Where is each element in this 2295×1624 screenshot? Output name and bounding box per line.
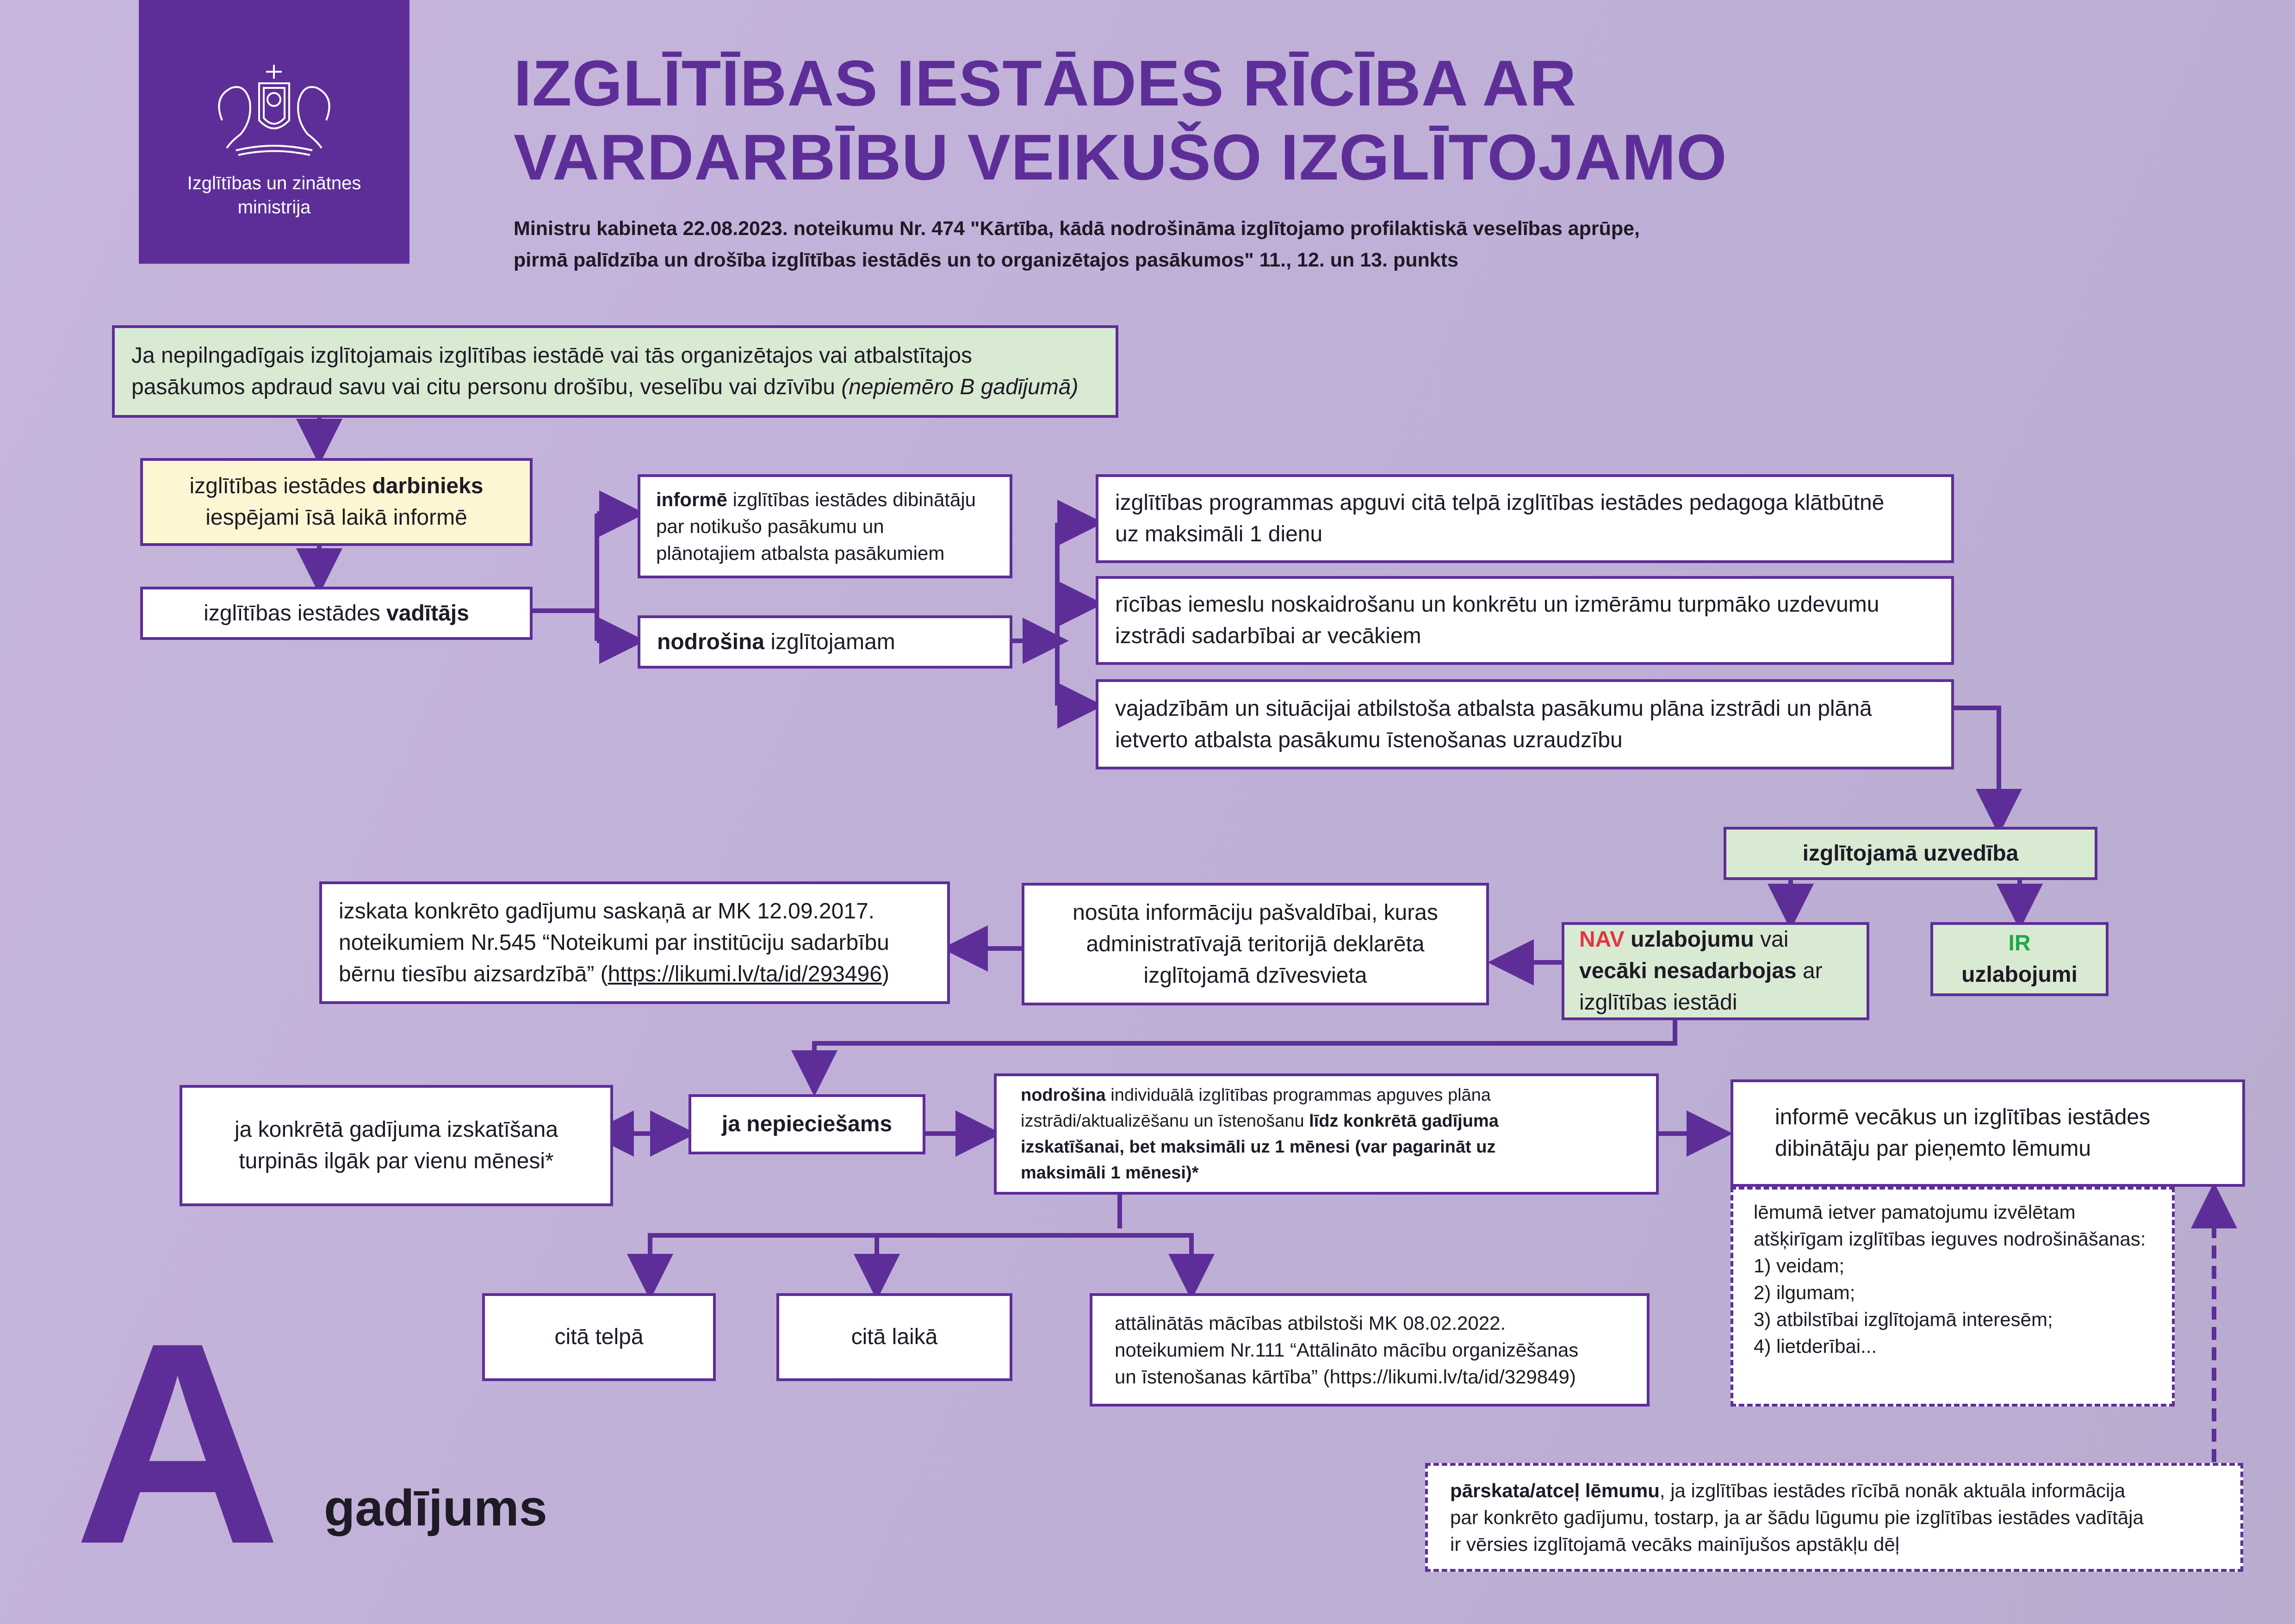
informs-line2: par notikušo pasākumu un [656,515,884,537]
no-improvement-rest2: ar [1796,959,1823,983]
decision-item2: 2) ilgumam; [1754,1282,1855,1303]
informs-founder-box: informē izglītības iestādes dibinātāju p… [638,474,1012,578]
decision-item3: 3) atbilstībai izglītojamā interesēm; [1754,1308,2053,1330]
municipality-box: nosūta informāciju pašvaldībai, kuras ad… [1022,883,1489,1005]
ensures-bold: nodrošina [657,629,765,654]
subtitle-line1: Ministru kabineta 22.08.2023. noteikumu … [514,217,1640,240]
other-room-box: citā telpā [482,1293,716,1381]
review-line3-post: ) [881,961,889,986]
decision-item4: 4) lietderībai... [1754,1335,1877,1357]
longer-than-month-box: ja konkrētā gadījuma izskatīšana turpinā… [180,1085,613,1206]
ensures-box: nodrošina izglītojamam [638,615,1012,669]
remote-line1: attālinātās mācības atbilstoši MK 08.02.… [1115,1312,1506,1334]
individual-bold1: nodrošina [1021,1085,1106,1105]
other-time-label: citā laikā [851,1325,938,1349]
longer-line2: turpinās ilgāk par vienu mēnesi* [239,1149,554,1173]
no-improvement-rest1: vai [1754,927,1789,952]
other-time-box: citā laikā [776,1293,1012,1381]
review-line2: noteikumiem Nr.545 “Noteikumi par instit… [339,930,889,955]
trigger-line2: pasākumos apdraud savu vai citu personu … [131,375,842,399]
employee-bold: darbinieks [372,474,484,498]
decision-item1: 1) veidam; [1754,1255,1845,1277]
decision-line2: atšķirīgam izglītības ieguves nodrošināš… [1754,1228,2146,1250]
no-improvement-box: NAV uzlabojumu vai vecāki nesadarbojas a… [1562,922,1869,1020]
improvement-box: IR uzlabojumi [1930,922,2109,996]
subtitle-line2: pirmā palīdzība un drošība izglītības ie… [514,249,1458,271]
case-letter: A [74,1283,281,1604]
option3-line2: ietverto atbalsta pasākumu īstenošanas u… [1115,727,1623,752]
page-subtitle: Ministru kabineta 22.08.2023. noteikumu … [514,213,2226,276]
title-line1: IZGLĪTĪBAS IESTĀDES RĪCĪBA AR [514,47,1577,119]
option-support-plan: vajadzībām un situācijai atbilstoša atba… [1096,679,1954,769]
individual-line3: izskatīšanai, bet maksimāli uz 1 mēnesi … [1021,1137,1496,1157]
no-improvement-line3: izglītības iestādi [1579,990,1737,1015]
inform-parents-box: informē vecākus un izglītības iestādes d… [1731,1079,2245,1187]
option2-line2: izstrādi sadarbībai ar vecākiem [1115,624,1421,648]
behaviour-box: izglītojamā uzvedība [1724,827,2097,880]
page-title: IZGLĪTĪBAS IESTĀDES RĪCĪBA AR VARDARBĪBU… [514,46,2087,194]
option-other-room-one-day: izglītības programmas apguvi citā telpā … [1096,474,1954,563]
employee-pre: izglītības iestādes [189,474,372,498]
option1-line1: izglītības programmas apguvi citā telpā … [1115,490,1885,515]
no-improvement-bold1: uzlabojumu [1624,927,1754,952]
revise-rest1: , ja izglītības iestādes rīcībā nonāk ak… [1659,1479,2126,1501]
trigger-note: (nepiemēro B gadījumā) [841,375,1079,399]
option1-line2: uz maksimāli 1 dienu [1115,522,1323,546]
improvement-bold: uzlabojumi [1961,962,2078,987]
revise-bold: pārskata/atceļ lēmumu [1450,1479,1660,1501]
ir-label: IR [2008,931,2031,955]
review-box: izskata konkrēto gadījumu saskaņā ar MK … [319,881,950,1004]
review-line1: izskata konkrēto gadījumu saskaņā ar MK … [339,899,875,924]
individual-line4: maksimāli 1 mēnesi)* [1021,1163,1199,1183]
review-link[interactable]: https://likumi.lv/ta/id/293496 [608,961,882,986]
option-clarify-reasons: rīcības iemeslu noskaidrošanu un konkrēt… [1096,576,1954,665]
individual-line2-pre: izstrādi/aktualizēšanu un īstenošanu [1021,1111,1309,1131]
option2-line1: rīcības iemeslu noskaidrošanu un konkrēt… [1115,592,1879,617]
ministry-logo: Izglītības un zinātnes ministrija [139,0,409,264]
case-word: gadījums [324,1480,547,1537]
informs-rest1: izglītības iestādes dibinātāju [727,488,976,510]
informs-bold: informē [656,488,728,510]
behaviour-label: izglītojamā uzvedība [1802,841,2019,866]
ministry-name-line1: Izglītības un zinātnes [187,173,361,193]
no-improvement-bold2: vecāki nesadarbojas [1579,959,1797,983]
municipality-line2: administratīvajā teritorijā deklarēta [1086,931,1425,956]
nav-label: NAV [1579,927,1625,952]
ensures-rest: izglītojamam [764,629,895,654]
longer-line1: ja konkrētā gadījuma izskatīšana [234,1117,558,1142]
title-line2: VARDARBĪBU VEIKUŠO IZGLĪTOJAMO [514,121,1727,193]
decision-line1: lēmumā ietver pamatojumu izvēlētam [1754,1201,2076,1223]
individual-line2-bold: līdz konkrētā gadījuma [1309,1111,1499,1131]
trigger-line1: Ja nepilngadīgais izglītojamais izglītīb… [131,343,973,368]
if-needed-box: ja nepieciešams [688,1094,925,1154]
employee-box: izglītības iestādes darbinieks iespējami… [140,458,533,546]
option3-line1: vajadzībām un situācijai atbilstoša atba… [1115,696,1872,721]
remote-line3: un īstenošanas kārtība” (https://likumi.… [1115,1365,1576,1388]
coat-of-arms-icon [218,65,330,156]
if-needed-label: ja nepieciešams [721,1112,893,1136]
revise-line2: par konkrēto gadījumu, tostarp, ja ar šā… [1450,1506,2144,1528]
inform-parents-line1: informē vecākus un izglītības iestādes [1775,1105,2151,1129]
remote-line2: noteikumiem Nr.111 “Attālināto mācību or… [1115,1339,1579,1361]
decision-justification-box: lēmumā ietver pamatojumu izvēlētam atšķi… [1731,1187,2175,1407]
municipality-line3: izglītojamā dzīvesvieta [1143,963,1367,988]
informs-line3: plānotajiem atbalsta pasākumiem [656,542,945,564]
individual-rest1: individuālā izglītības programmas apguve… [1105,1085,1491,1105]
review-line3-pre: bērnu tiesību aizsardzībā” ( [339,961,608,986]
other-room-label: citā telpā [554,1325,644,1349]
head-bold: vadītājs [386,601,469,626]
employee-line2: iespējami īsā laikā informē [205,505,467,530]
municipality-line1: nosūta informāciju pašvaldībai, kuras [1073,900,1438,925]
remote-learning-box: attālinātās mācības atbilstoši MK 08.02.… [1090,1293,1650,1407]
revise-line3: ir vērsies izglītojamā vecāks mainījušos… [1450,1533,1900,1555]
individual-plan-box: nodrošina individuālā izglītības program… [994,1073,1659,1195]
head-pre: izglītības iestādes [204,601,387,626]
inform-parents-line2: dibinātāju par pieņemto lēmumu [1775,1136,2091,1161]
trigger-box: Ja nepilngadīgais izglītojamais izglītīb… [112,325,1118,418]
head-box: izglītības iestādes vadītājs [140,587,533,640]
revise-decision-box: pārskata/atceļ lēmumu, ja izglītības ies… [1425,1463,2243,1572]
ministry-name-line2: ministrija [237,197,311,217]
